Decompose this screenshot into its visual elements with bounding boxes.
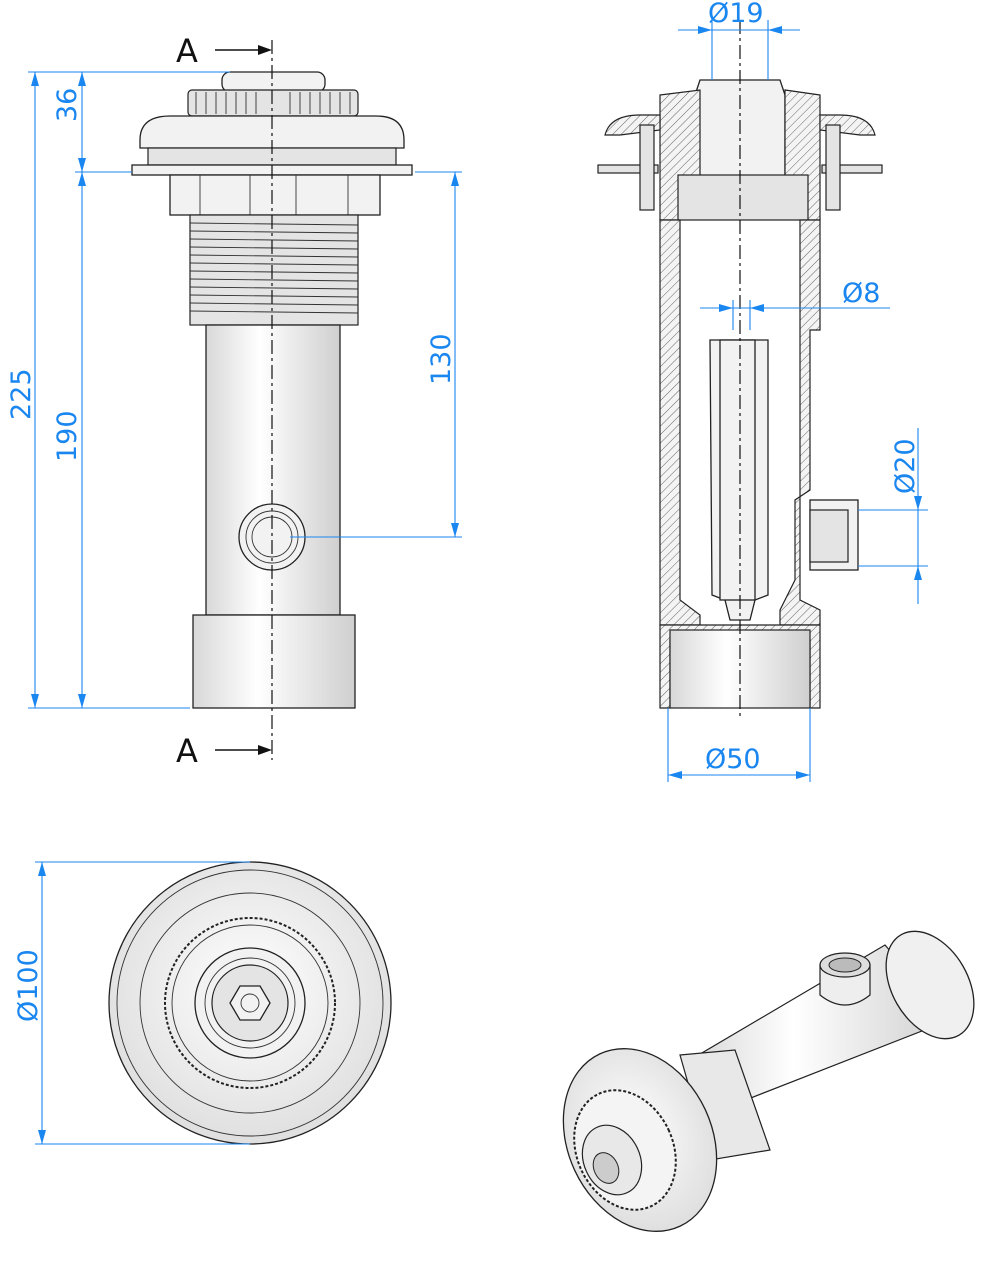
dim-bottom-diameter: Ø50 bbox=[705, 744, 761, 775]
front-dimensions: 225 190 36 130 bbox=[6, 71, 462, 709]
dim-port-diameter: Ø20 bbox=[890, 438, 921, 494]
knurled-ring bbox=[187, 89, 359, 117]
front-view: A A bbox=[131, 32, 413, 770]
hex-nut bbox=[229, 985, 271, 1021]
section-dimensions: Ø19 Ø8 Ø20 Ø50 bbox=[667, 0, 928, 782]
dim-overall-height: 225 bbox=[6, 368, 37, 420]
iso-outlet bbox=[885, 930, 975, 1040]
top-dimensions: Ø100 bbox=[13, 861, 250, 1145]
housing-wall-right bbox=[779, 219, 821, 626]
threaded-section bbox=[189, 214, 359, 326]
lock-nut bbox=[169, 174, 381, 216]
bottom-sleeve bbox=[192, 614, 356, 709]
dim-top-diameter: Ø19 bbox=[708, 0, 764, 29]
top-view bbox=[108, 861, 392, 1145]
top-cap bbox=[221, 71, 326, 93]
section-marker-bottom: A bbox=[176, 732, 198, 770]
body-tube bbox=[205, 324, 341, 616]
section-view bbox=[597, 20, 883, 720]
dim-jet-diameter: Ø8 bbox=[842, 278, 880, 309]
isometric-view bbox=[562, 930, 975, 1232]
flange bbox=[139, 115, 405, 149]
dim-body-height: 190 bbox=[52, 410, 83, 462]
dim-port-offset: 130 bbox=[426, 333, 457, 385]
thread-insert bbox=[677, 174, 809, 221]
dim-cap-height: 36 bbox=[52, 88, 83, 122]
housing-wall-left bbox=[659, 219, 701, 626]
dim-flange-diameter: Ø100 bbox=[13, 949, 44, 1022]
section-marker-top: A bbox=[176, 32, 198, 70]
